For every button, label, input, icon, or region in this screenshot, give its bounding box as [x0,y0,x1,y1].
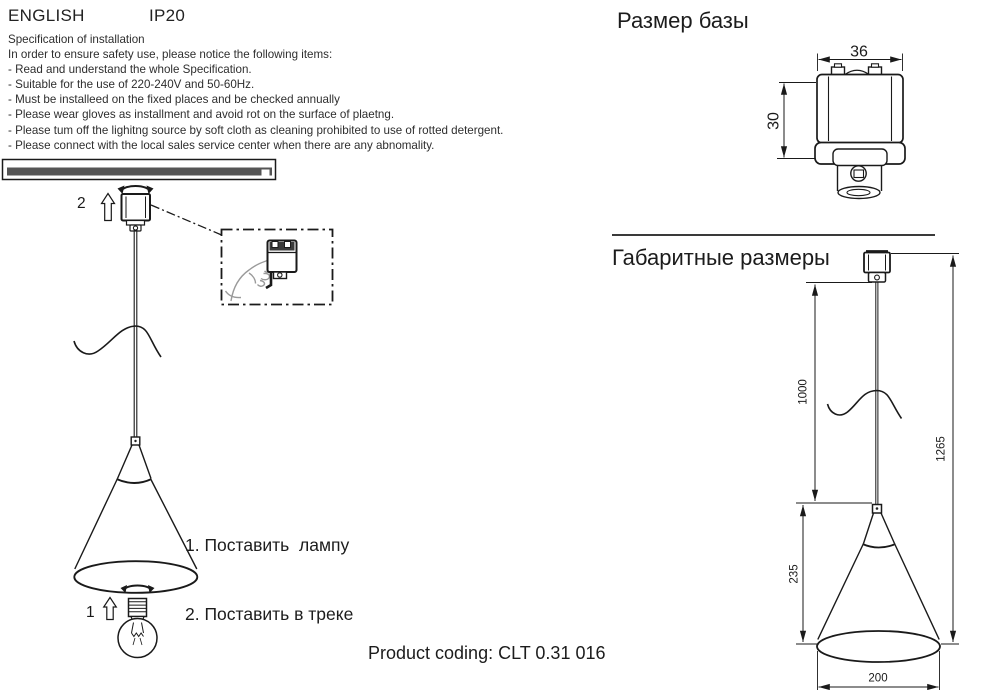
product-coding: Product coding: CLT 0.31 016 [368,643,606,663]
base-size-figure: 36 30 [766,44,906,200]
spec-intro: In order to ensure safety use, please no… [8,48,333,62]
suspension-wire [133,229,138,438]
dim-suspension-wire [875,282,879,505]
wire-length-dimension: 1000 [796,282,872,504]
base-height-dimension: 30 [766,82,816,159]
section-divider [612,234,935,236]
base-height-value: 30 [766,112,783,130]
spec-item: - Suitable for the use of 220-240V and 5… [8,78,255,92]
spec-item: - Read and understand the whole Specific… [8,63,252,77]
spec-item: - Please wear gloves as installment and … [8,108,395,122]
up-arrow-icon [100,192,116,222]
installation-figure: 2 [1,158,334,659]
step-1-label: 1 [86,604,95,621]
bulb-rotation-arrow-icon [120,584,155,593]
track-adapter [120,193,151,232]
shade-height-value: 235 [789,564,801,583]
dim-cone-shade [816,503,941,663]
assembly-step-1: 1. Поставить лампу [185,535,350,555]
base-size-title: Размер базы [617,8,749,33]
spec-item: - Please tum off the lighitng source by … [8,123,504,137]
rotation-arrow-icon [117,185,154,194]
assembly-step-2: 2. Поставить в треке [185,604,354,624]
base-width-value: 36 [850,44,868,61]
spec-item: - Must be installeed on the fixed places… [8,93,340,107]
overall-dimensions-figure: 1000 1265 235 200 [789,250,959,690]
detail-leader-line [150,204,225,237]
base-adapter-drawing [814,63,906,200]
shade-diameter-value: 200 [868,673,887,685]
base-width-dimension: 36 [817,44,903,71]
shade-height-dimension: 235 [789,505,819,645]
shade-diameter-dimension: 200 [817,651,940,690]
up-arrow-icon [102,596,118,621]
overall-size-title: Габаритные размеры [612,245,830,270]
total-height-value: 1265 [936,436,948,462]
light-bulb-icon [117,597,158,659]
cone-shade [73,436,199,594]
spec-title: Specification of installation [8,33,145,46]
wire-break-squiggle [73,325,162,358]
wire-length-value: 1000 [798,379,810,405]
total-height-dimension: 1265 [891,253,959,645]
hand-detail-inset [220,228,334,306]
dim-track-adapter [863,250,891,283]
step-2-label: 2 [77,195,86,212]
spec-item: - Please connect with the local sales se… [8,138,435,152]
wire-break-squiggle [826,389,903,419]
specification-block: Specification of installation In order t… [8,32,503,153]
adapter-in-hand [265,239,298,290]
track-rail [1,158,277,181]
assembly-steps: 1. Поставить лампу 2. Поставить в треке [185,488,353,672]
ip-rating-label: IP20 [149,6,186,25]
language-label: ENGLISH [8,6,85,25]
